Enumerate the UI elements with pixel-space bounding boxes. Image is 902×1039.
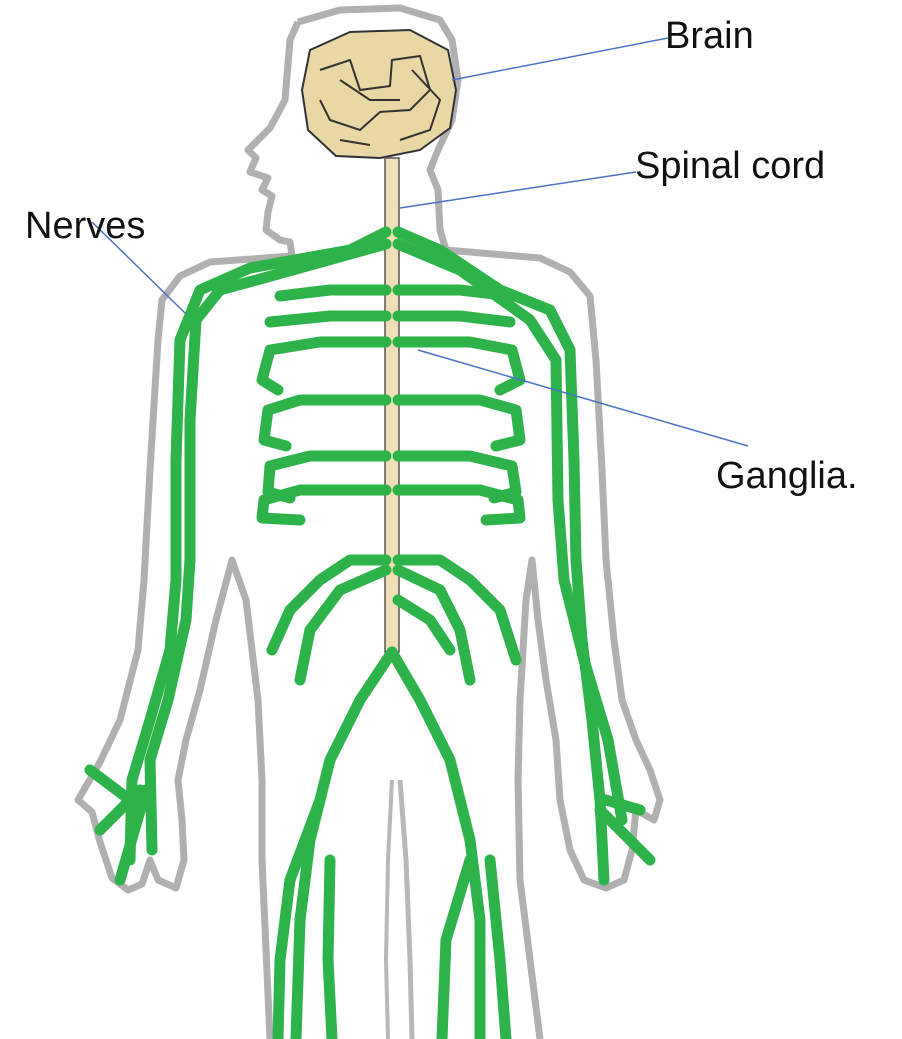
ganglia-label: Ganglia.	[716, 455, 858, 497]
brain-leader-line	[452, 38, 668, 80]
brain-label: Brain	[665, 15, 754, 57]
nerves-label: Nerves	[25, 205, 145, 247]
spinal-cord-label: Spinal cord	[635, 145, 825, 187]
brain-shape	[302, 30, 456, 158]
nerve-network	[90, 232, 650, 1039]
